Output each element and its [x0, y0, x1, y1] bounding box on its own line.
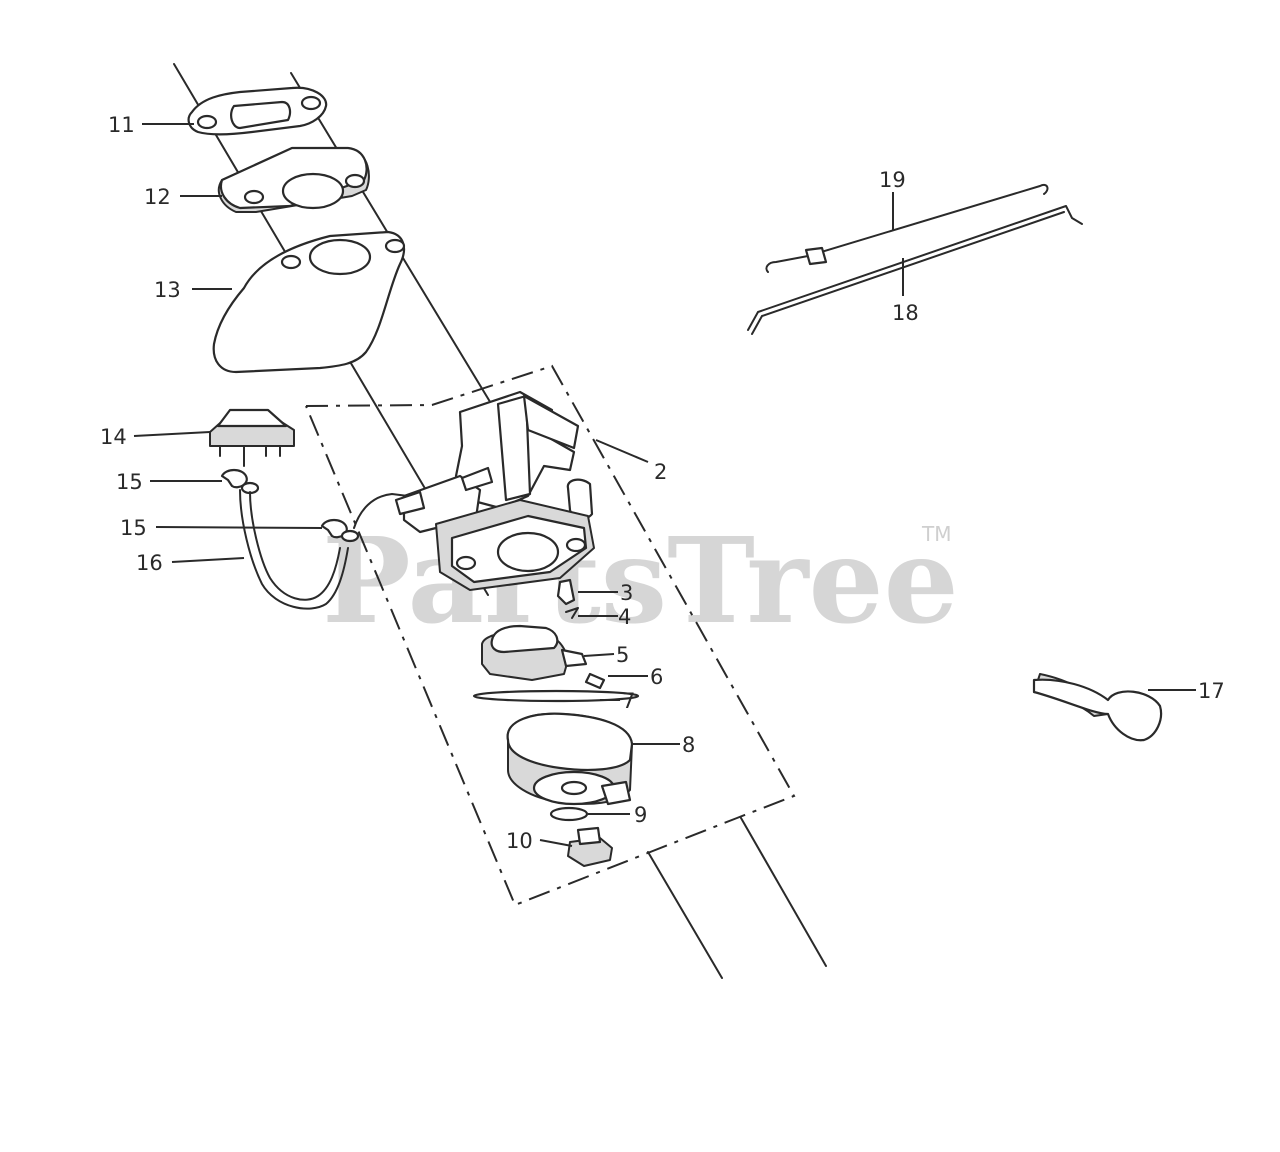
choke-lever-part-17	[1032, 673, 1163, 742]
callout-6: 6	[650, 665, 663, 689]
callout-10: 10	[506, 829, 533, 853]
callout-12: 12	[144, 185, 171, 209]
float-part-5	[481, 624, 588, 681]
hose-clamp-part-15-lower	[320, 518, 360, 543]
bowl-gasket-part-7	[472, 689, 640, 703]
throttle-rod-part-18	[747, 205, 1083, 335]
float-bowl-part-8	[506, 712, 634, 806]
assembly-boundary	[305, 364, 796, 907]
callout-18: 18	[892, 301, 919, 325]
callout-labels: 11 12 13 14 15 15 16 2 3 4 5 6 7 8 9 10 …	[100, 113, 1225, 853]
partstree-watermark: PartsTree	[322, 511, 959, 650]
callout-13: 13	[154, 278, 181, 302]
callout-17: 17	[1198, 679, 1225, 703]
fuel-hose-part-16	[239, 489, 409, 610]
insulator-part-12	[217, 146, 370, 213]
washer-part-9	[549, 806, 589, 822]
callout-19: 19	[879, 168, 906, 192]
callout-9: 9	[634, 803, 647, 827]
callout-4: 4	[618, 605, 631, 629]
governor-spring-part-19	[765, 184, 1049, 273]
callout-3: 3	[620, 581, 633, 605]
fuel-switch-part-14	[209, 408, 295, 467]
leader-lines	[133, 123, 1196, 847]
callout-15-lower: 15	[120, 516, 147, 540]
trademark-mark: TM	[921, 522, 951, 546]
callout-7: 7	[622, 689, 635, 713]
gasket-part-11	[187, 86, 328, 136]
carburetor-part-2	[394, 390, 595, 591]
callout-5: 5	[616, 643, 629, 667]
callout-2: 2	[654, 460, 667, 484]
float-needle-part-3	[556, 578, 576, 606]
callout-8: 8	[682, 733, 695, 757]
hose-clamp-part-15-upper	[220, 468, 260, 495]
clip-part-4	[565, 607, 579, 619]
callout-14: 14	[100, 425, 127, 449]
shield-plate-part-13	[212, 230, 406, 374]
drain-bolt-part-10	[567, 826, 613, 867]
callout-16: 16	[136, 551, 163, 575]
callout-15-upper: 15	[116, 470, 143, 494]
float-pin-part-6	[584, 672, 606, 690]
callout-11: 11	[108, 113, 135, 137]
